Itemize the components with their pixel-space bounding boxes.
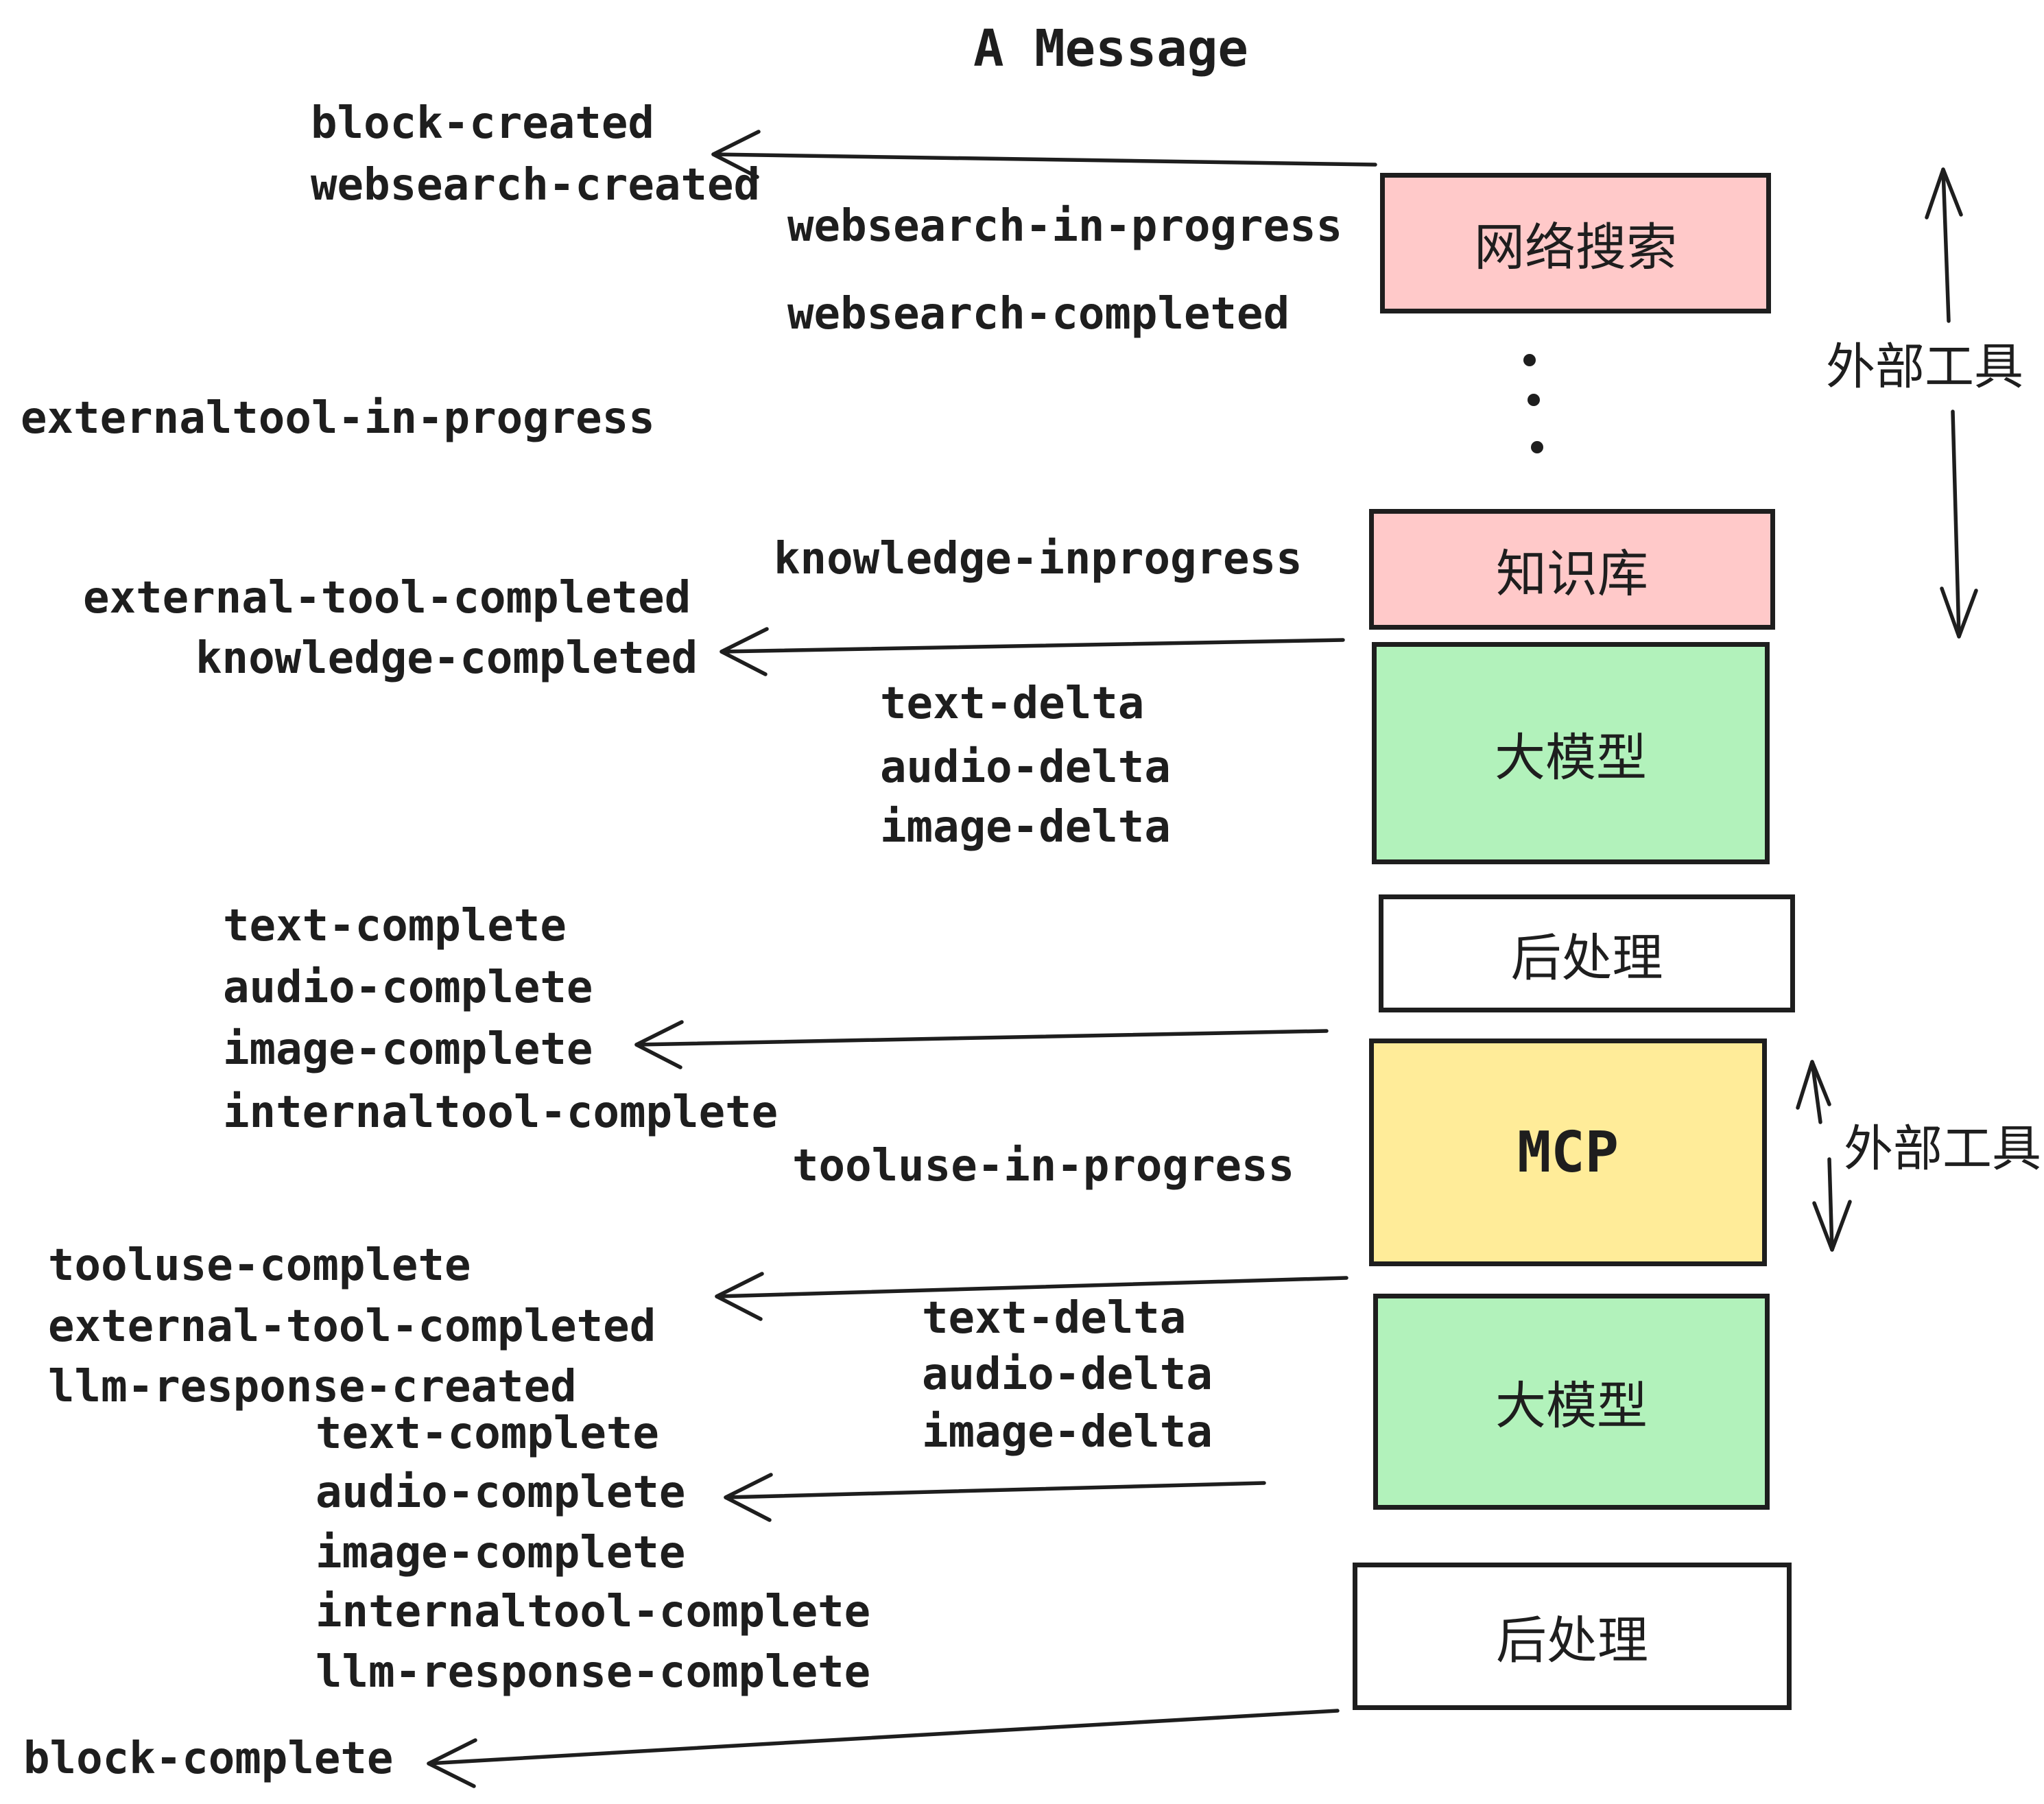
event-text-delta: text-delta <box>880 678 1145 729</box>
event-text-complete: text-complete <box>223 901 567 951</box>
double-arrow-external-tools-mcp <box>1796 1060 1852 1252</box>
event-image-complete: image-complete <box>223 1024 593 1075</box>
event-external-tool-completed-2: external-tool-completed <box>48 1301 656 1352</box>
box-postprocess-2: 后处理 <box>1353 1563 1792 1710</box>
arrow-to-image-complete <box>634 1020 1329 1069</box>
event-llm-response-complete: llm-response-complete <box>316 1647 871 1698</box>
diagram-title: A Message <box>973 19 1248 78</box>
event-tooluse-in-progress: tooluse-in-progress <box>792 1141 1295 1191</box>
arrow-to-block-complete <box>427 1709 1340 1788</box>
box-llm-1-label: 大模型 <box>1495 728 1647 787</box>
arrow-to-knowledge-completed <box>720 627 1345 676</box>
box-mcp: MCP <box>1369 1039 1767 1266</box>
box-knowledge: 知识库 <box>1369 509 1775 630</box>
event-image-delta-2: image-delta <box>922 1407 1213 1458</box>
box-websearch: 网络搜索 <box>1380 173 1771 313</box>
ellipsis-dot <box>1531 441 1543 453</box>
box-postprocess-2-label: 后处理 <box>1496 1611 1648 1670</box>
box-llm-2-label: 大模型 <box>1495 1377 1648 1436</box>
event-audio-delta-2: audio-delta <box>922 1349 1213 1400</box>
event-externaltool-in-progress: externaltool-in-progress <box>21 393 655 444</box>
event-audio-delta: audio-delta <box>880 742 1171 793</box>
event-image-complete-2: image-complete <box>316 1528 686 1578</box>
box-knowledge-label: 知识库 <box>1496 544 1648 604</box>
event-block-created: block-created <box>311 98 654 149</box>
event-internaltool-complete-2: internaltool-complete <box>316 1587 871 1637</box>
event-websearch-in-progress: websearch-in-progress <box>787 201 1343 252</box>
ellipsis-dot <box>1528 394 1540 406</box>
event-text-complete-2: text-complete <box>316 1408 659 1459</box>
box-websearch-label: 网络搜索 <box>1474 218 1677 277</box>
box-postprocess-1: 后处理 <box>1379 894 1795 1012</box>
double-arrow-external-tools-top <box>1925 167 1978 639</box>
event-websearch-created: websearch-created <box>311 160 761 211</box>
box-mcp-label: MCP <box>1517 1119 1619 1185</box>
arrow-to-block-created <box>711 130 1377 179</box>
event-tooluse-complete: tooluse-complete <box>48 1240 471 1291</box>
event-websearch-completed: websearch-completed <box>787 289 1290 340</box>
event-audio-complete-2: audio-complete <box>316 1467 686 1518</box>
event-knowledge-completed: knowledge-completed <box>195 633 698 684</box>
arrow-to-tooluse-complete <box>715 1272 1348 1321</box>
event-block-complete: block-complete <box>23 1733 394 1784</box>
box-llm-2: 大模型 <box>1373 1294 1770 1510</box>
event-internaltool-complete: internaltool-complete <box>223 1087 779 1138</box>
box-postprocess-1-label: 后处理 <box>1510 928 1663 988</box>
box-llm-1: 大模型 <box>1372 642 1770 864</box>
event-llm-response-created: llm-response-created <box>48 1362 577 1412</box>
event-knowledge-inprogress: knowledge-inprogress <box>774 534 1303 584</box>
event-text-delta-2: text-delta <box>922 1293 1187 1344</box>
ellipsis-dot <box>1523 354 1536 366</box>
side-label-external-tools-top: 外部工具 <box>1826 326 2024 399</box>
side-label-external-tools-mcp: 外部工具 <box>1844 1108 2042 1180</box>
event-image-delta: image-delta <box>880 802 1171 853</box>
event-audio-complete: audio-complete <box>223 962 593 1013</box>
arrow-to-audio-complete <box>724 1473 1266 1522</box>
event-external-tool-completed: external-tool-completed <box>83 573 691 624</box>
